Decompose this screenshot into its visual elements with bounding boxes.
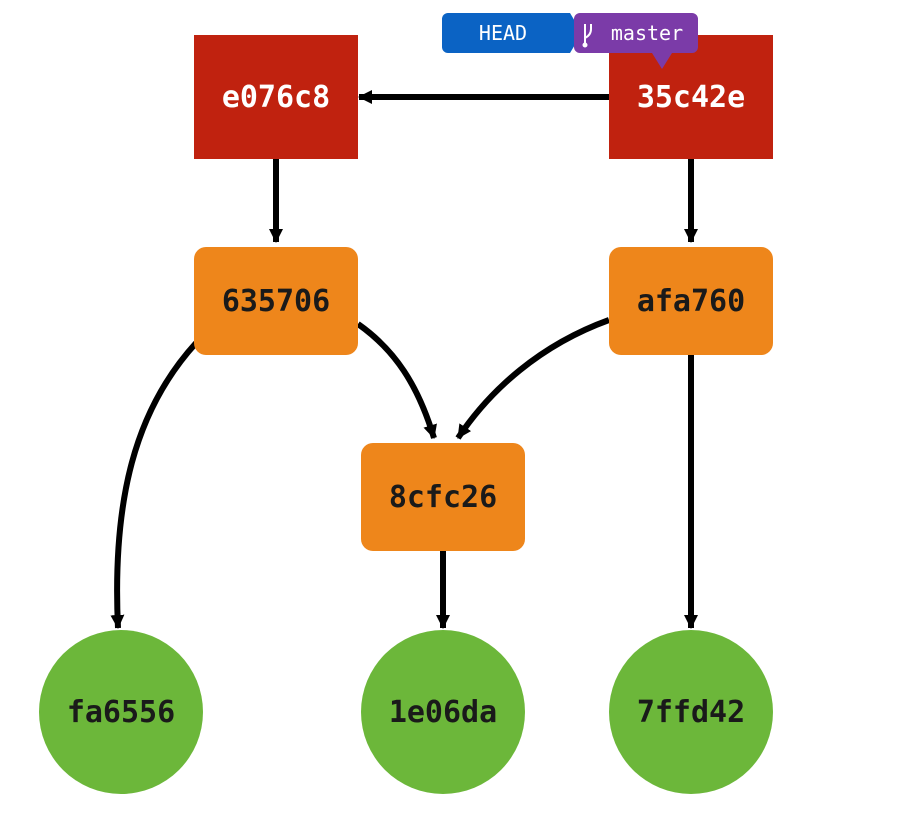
tree-shape — [609, 247, 773, 355]
node-label: 1e06da — [389, 695, 497, 730]
node-label: 35c42e — [637, 80, 745, 115]
blob-shape — [361, 630, 525, 794]
head-label: HEAD — [479, 21, 527, 45]
blob-shape — [39, 630, 203, 794]
blob-node-1e06da[interactable]: 1e06da — [361, 630, 525, 794]
tree-shape — [361, 443, 525, 551]
head-badge[interactable]: HEAD — [442, 13, 582, 53]
nodes: e076c8 35c42e 635706 afa760 8cfc26 fa6556 1e06… — [39, 35, 773, 794]
node-label: 635706 — [222, 284, 330, 319]
tree-node-635706[interactable]: 635706 — [194, 247, 358, 355]
blob-node-7ffd42[interactable]: 7ffd42 — [609, 630, 773, 794]
commit-shape — [609, 35, 773, 159]
node-label: 7ffd42 — [637, 695, 745, 730]
tree-node-8cfc26[interactable]: 8cfc26 — [361, 443, 525, 551]
edge-635706-to-fa6556 — [110, 340, 199, 629]
tree-shape — [194, 247, 358, 355]
branch-label: master — [611, 21, 683, 45]
commit-node-e076c8[interactable]: e076c8 — [194, 35, 358, 159]
edges — [110, 90, 698, 629]
node-label: e076c8 — [222, 80, 330, 115]
refs: HEAD master — [442, 13, 698, 69]
node-label: afa760 — [637, 284, 745, 319]
blob-node-fa6556[interactable]: fa6556 — [39, 630, 203, 794]
edge-635706-to-8cfc26 — [356, 321, 437, 439]
edge-afa760-to-8cfc26 — [455, 317, 611, 440]
node-label: fa6556 — [67, 695, 175, 730]
tree-node-afa760[interactable]: afa760 — [609, 247, 773, 355]
git-branch-icon — [582, 24, 592, 48]
branch-badge[interactable]: master — [574, 13, 698, 69]
commit-node-35c42e[interactable]: 35c42e — [609, 35, 773, 159]
blob-shape — [609, 630, 773, 794]
commit-shape — [194, 35, 358, 159]
node-label: 8cfc26 — [389, 480, 497, 515]
